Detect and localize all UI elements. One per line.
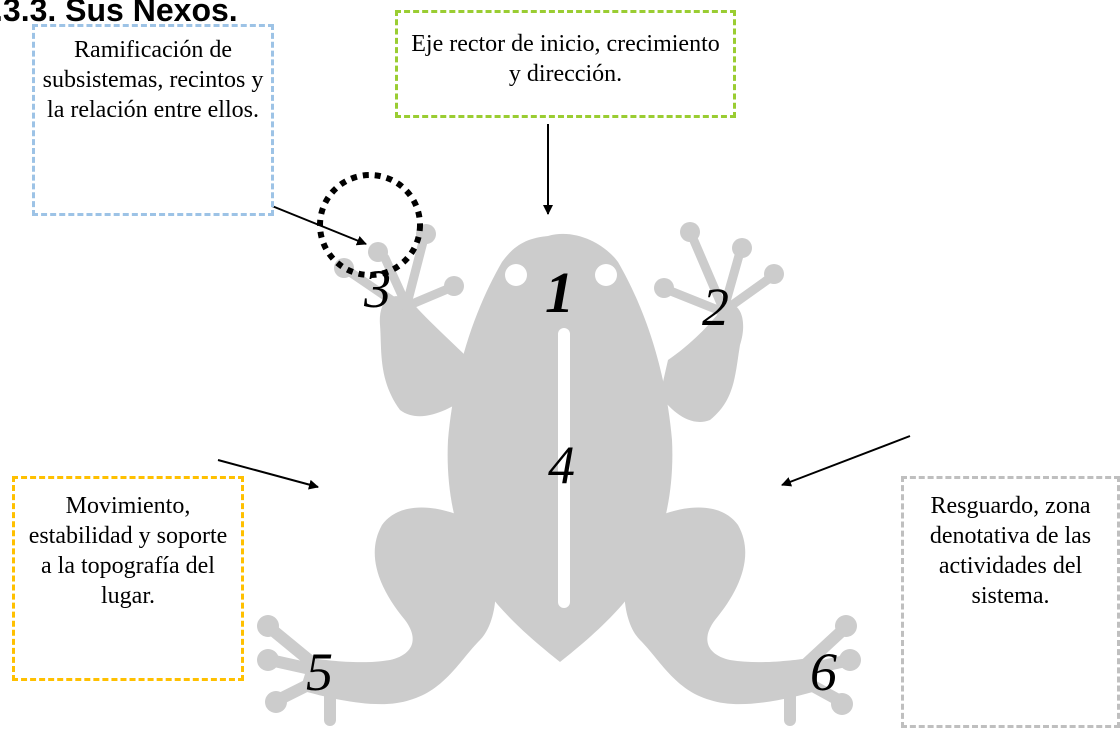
arrow-subsystems xyxy=(271,205,367,246)
number-1-label: 1 xyxy=(545,260,574,325)
callout-shelter: Resguardo, zona denotativa de las activi… xyxy=(901,476,1120,728)
callout-axis: Eje rector de inicio, crecimiento y dire… xyxy=(395,10,736,118)
frog-right-hind-leg xyxy=(624,507,861,726)
frog-spine-line xyxy=(558,328,570,608)
number-5-label: 5 xyxy=(306,642,333,702)
frog-left-front-arm xyxy=(334,224,470,417)
callout-subsystems-text: Ramificación de subsistemas, recintos y … xyxy=(42,37,264,123)
number-4-label: 4 xyxy=(548,435,575,495)
frog-right-eye xyxy=(595,264,617,286)
number-2-label: 2 xyxy=(702,277,729,337)
callout-shelter-text: Resguardo, zona denotativa de las activi… xyxy=(929,493,1092,609)
number-3-label: 3 xyxy=(364,259,391,319)
callout-movement-text: Movimiento, estabilidad y soporte a la t… xyxy=(28,493,228,609)
frog-right-front-arm xyxy=(654,222,784,422)
number-6-label: 6 xyxy=(810,642,837,702)
frog-left-eye xyxy=(505,264,527,286)
arrow-movement xyxy=(217,459,319,490)
arrow-shelter xyxy=(781,435,911,487)
callout-movement: Movimiento, estabilidad y soporte a la t… xyxy=(12,476,244,681)
section-heading: .3.3. Sus Nexos. xyxy=(0,0,238,28)
callout-axis-text: Eje rector de inicio, crecimiento y dire… xyxy=(411,31,720,87)
frog-left-hind-leg xyxy=(257,507,496,726)
callout-subsystems: Ramificación de subsistemas, recintos y … xyxy=(32,24,274,216)
